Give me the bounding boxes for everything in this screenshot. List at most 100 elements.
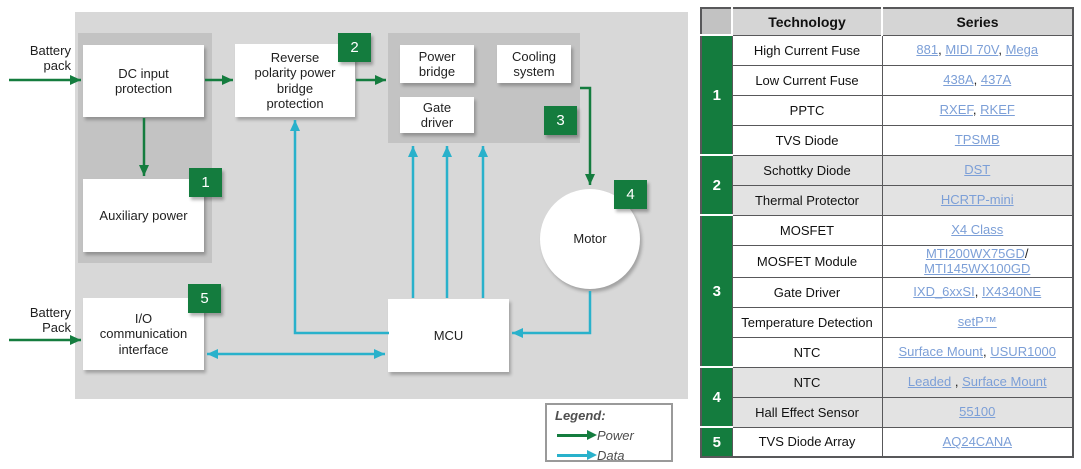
series-link[interactable]: MTI200WX75GD <box>925 245 1025 261</box>
power-arrow-icon <box>557 430 597 440</box>
reverse-polarity-protection-box: Reverse polarity power bridge protection <box>235 44 355 117</box>
series-cell: IXD_6xxSI, IX4340NE <box>881 276 1074 308</box>
series-separator: , <box>972 102 981 118</box>
technology-cell: High Current Fuse <box>731 34 883 66</box>
series-cell: 438A, 437A <box>881 64 1074 96</box>
legend-data-label: Data <box>597 448 625 463</box>
series-link[interactable]: TPSMB <box>954 132 1000 148</box>
technology-cell: Hall Effect Sensor <box>731 396 883 428</box>
series-link[interactable]: 438A <box>943 72 974 88</box>
series-link[interactable]: Surface Mount <box>898 344 984 360</box>
series-cell: 55100 <box>881 396 1074 428</box>
series-link[interactable]: setP™ <box>957 314 997 330</box>
series-link[interactable]: 55100 <box>959 404 996 420</box>
series-link[interactable]: 881 <box>916 42 939 58</box>
table-header-technology: Technology <box>731 7 883 36</box>
technology-cell: MOSFET Module <box>731 244 883 278</box>
series-link[interactable]: X4 Class <box>951 222 1004 238</box>
table-row: Temperature Detection setP™ <box>701 306 1074 338</box>
io-communication-interface-box: I/O communication interface <box>83 298 204 370</box>
technology-cell: TVS Diode <box>731 124 883 156</box>
technology-cell: Thermal Protector <box>731 184 883 216</box>
series-cell: RXEF, RKEF <box>881 94 1074 126</box>
dc-input-protection-box: DC input protection <box>83 45 204 117</box>
gate-driver-box: Gate driver <box>400 97 474 133</box>
technology-cell: TVS Diode Array <box>731 426 883 458</box>
badge-1: 1 <box>189 168 222 197</box>
table-corner-cell <box>700 7 733 36</box>
technology-cell: MOSFET <box>731 214 883 246</box>
technology-cell: Schottky Diode <box>731 154 883 186</box>
series-link[interactable]: 437A <box>980 72 1012 88</box>
series-link[interactable]: RXEF <box>939 102 973 118</box>
series-cell: AQ24CANA <box>881 426 1074 458</box>
technology-cell: PPTC <box>731 94 883 126</box>
battery-pack-top-label: Battery pack <box>29 43 71 73</box>
group-number-cell: 3 <box>700 213 733 368</box>
series-cell: Surface Mount, USUR1000 <box>881 336 1074 368</box>
data-arrow-icon <box>557 450 597 460</box>
badge-3: 3 <box>544 106 577 135</box>
technology-cell: NTC <box>731 336 883 368</box>
mcu-box: MCU <box>388 299 509 372</box>
series-separator: , <box>983 344 991 360</box>
series-link[interactable]: Mega <box>1005 42 1039 58</box>
series-cell: DST <box>881 154 1074 186</box>
technology-cell: Gate Driver <box>731 276 883 308</box>
table-row: Hall Effect Sensor 55100 <box>701 396 1074 428</box>
legend-power-label: Power <box>597 428 634 443</box>
table-header-series: Series <box>881 7 1074 36</box>
block-diagram: DC input protection Reverse polarity pow… <box>75 12 688 399</box>
group-number-cell: 2 <box>700 154 733 216</box>
auxiliary-power-box: Auxiliary power <box>83 179 204 252</box>
series-cell: setP™ <box>881 306 1074 338</box>
series-link[interactable]: HCRTP-mini <box>940 192 1014 208</box>
series-cell: TPSMB <box>881 124 1074 156</box>
series-cell: X4 Class <box>881 214 1074 246</box>
series-cell: MTI200WX75GD/MTI145WX100GD <box>881 244 1074 278</box>
group-number-cell: 1 <box>700 34 733 156</box>
series-link[interactable]: USUR1000 <box>990 344 1057 360</box>
series-cell: Leaded , Surface Mount <box>881 366 1074 398</box>
battery-pack-bottom-label: Battery Pack <box>29 305 71 335</box>
series-link[interactable]: AQ24CANA <box>942 434 1012 450</box>
series-link[interactable]: IXD_6xxSI <box>913 284 975 300</box>
series-link[interactable]: IX4340NE <box>981 284 1042 300</box>
series-separator: , <box>998 42 1006 58</box>
badge-4: 4 <box>614 180 647 209</box>
badge-2: 2 <box>338 33 371 62</box>
technology-cell: Low Current Fuse <box>731 64 883 96</box>
badge-5: 5 <box>188 284 221 313</box>
technology-cell: NTC <box>731 366 883 398</box>
technology-cell: Temperature Detection <box>731 306 883 338</box>
cooling-system-box: Cooling system <box>497 45 571 83</box>
series-separator: , <box>951 374 963 390</box>
group-number-cell: 5 <box>700 426 733 458</box>
power-bridge-box: Power bridge <box>400 45 474 83</box>
group-number-cell: 4 <box>700 366 733 428</box>
series-link[interactable]: RKEF <box>980 102 1015 118</box>
series-link[interactable]: DST <box>964 162 991 178</box>
series-separator: / <box>1024 245 1029 261</box>
series-link[interactable]: Surface Mount <box>962 374 1047 390</box>
table-row: Thermal Protector HCRTP-mini <box>701 184 1074 216</box>
series-link[interactable]: Leaded <box>907 374 952 390</box>
series-cell: HCRTP-mini <box>881 184 1074 216</box>
series-cell: 881, MIDI 70V, Mega <box>881 34 1074 66</box>
series-link[interactable]: MTI145WX100GD <box>924 261 1031 277</box>
series-link[interactable]: MIDI 70V <box>945 42 999 58</box>
legend: Legend: Power Data <box>545 403 673 463</box>
legend-title: Legend: <box>555 408 606 423</box>
